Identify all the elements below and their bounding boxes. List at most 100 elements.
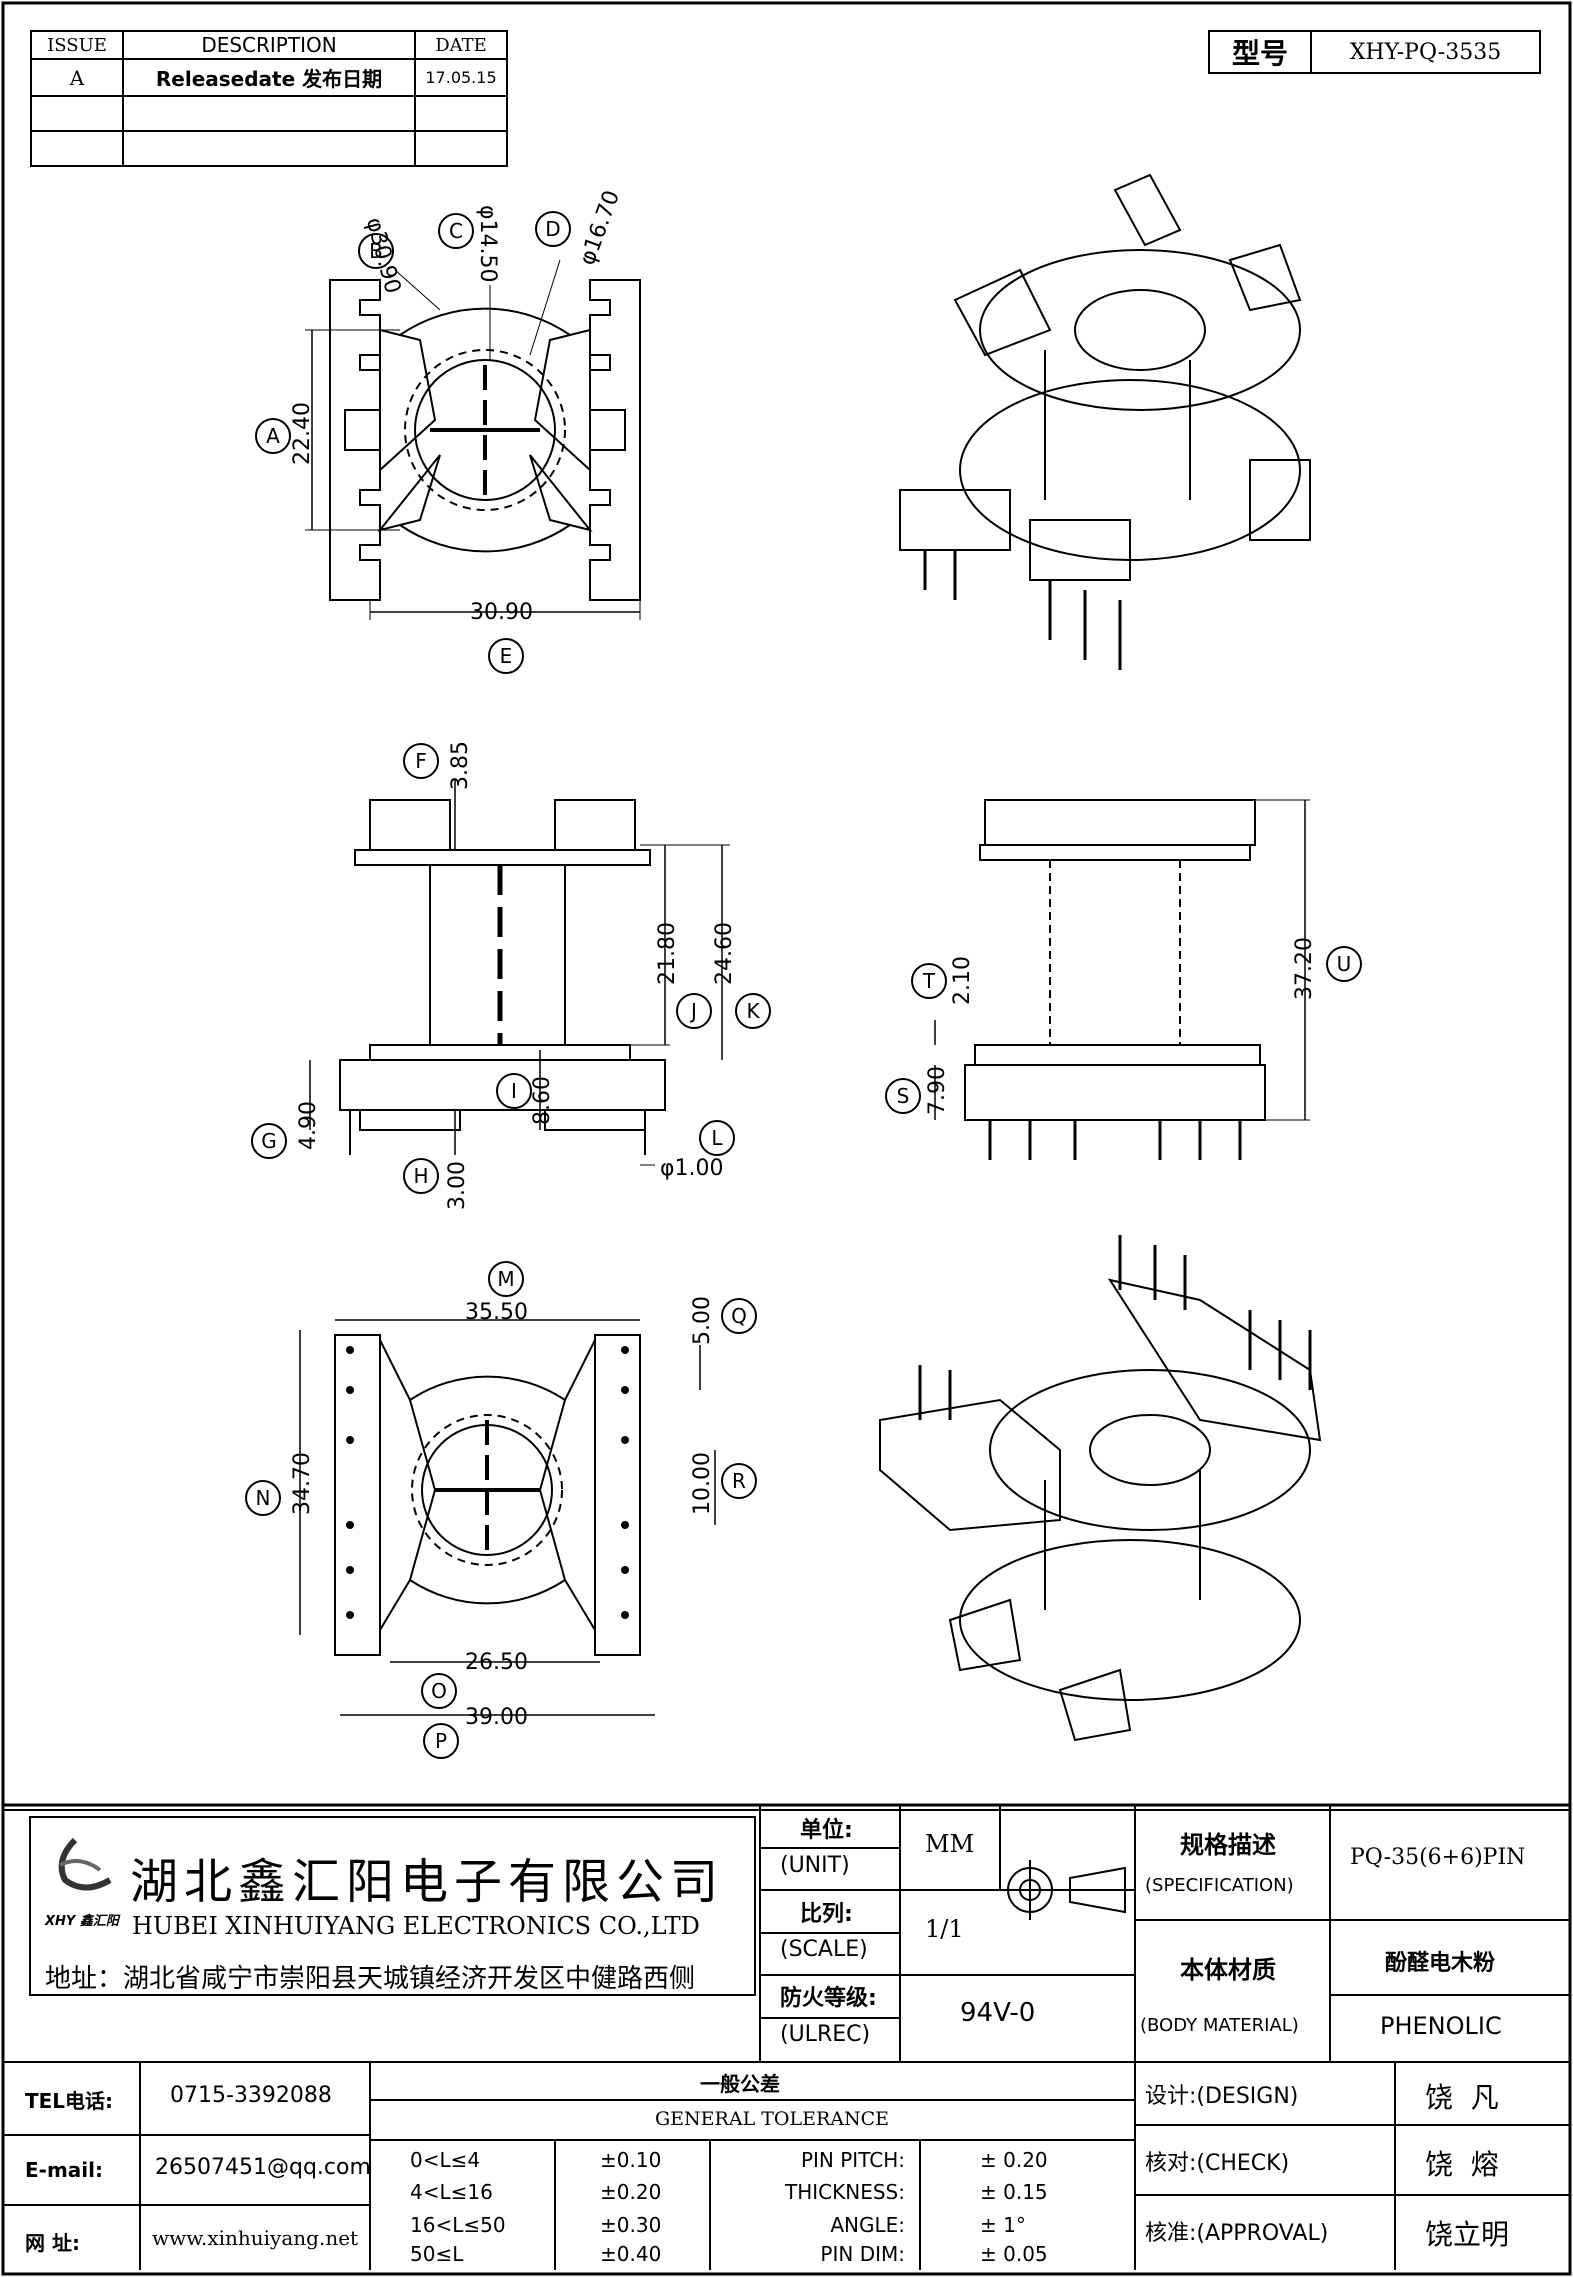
company-logo bbox=[45, 1835, 120, 1915]
unit-label-en: (UNIT) bbox=[780, 1853, 850, 1878]
model-value: XHY-PQ-3535 bbox=[1349, 39, 1502, 65]
ref-letter-O: O bbox=[421, 1673, 457, 1709]
spec-label-cn: 规格描述 bbox=[1180, 1831, 1276, 1859]
dim-K: 24.60 bbox=[712, 922, 737, 985]
material-value-cn: 酚醛电木粉 bbox=[1385, 1951, 1496, 1976]
tolerance-other-label: ANGLE: bbox=[830, 2213, 905, 2237]
dim-U: 37.20 bbox=[1292, 937, 1317, 1000]
ref-letter-J: J bbox=[676, 993, 712, 1029]
company-logo-text: XHY 鑫汇阳 bbox=[45, 1914, 119, 1929]
rev-issue: A bbox=[69, 65, 85, 90]
rev-date-cell bbox=[414, 95, 508, 132]
tolerance-other-value: ± 0.15 bbox=[980, 2180, 1048, 2204]
projection-symbol bbox=[1000, 1860, 1126, 1920]
unit-value: MM bbox=[925, 1830, 975, 1858]
tolerance-other-label: PIN PITCH: bbox=[800, 2148, 905, 2172]
ref-letter-Q: Q bbox=[721, 1298, 757, 1334]
dim-T: 2.10 bbox=[950, 956, 975, 1005]
dim-P: 39.00 bbox=[465, 1705, 528, 1730]
revision-row: A Releasedate 发布日期 17.05.15 bbox=[30, 58, 508, 97]
rev-issue-cell: A bbox=[30, 58, 124, 97]
rev-header-date: DATE bbox=[414, 30, 508, 60]
dim-J: 21.80 bbox=[655, 922, 680, 985]
rev-header-issue: ISSUE bbox=[30, 30, 124, 60]
email-label: E-mail: bbox=[25, 2158, 104, 2182]
tolerance-title-cn: 一般公差 bbox=[700, 2072, 780, 2096]
rev-date-cell: 17.05.15 bbox=[414, 58, 508, 97]
tolerance-other-value: ± 0.05 bbox=[980, 2242, 1048, 2266]
tolerance-other-label: PIN DIM: bbox=[820, 2242, 905, 2266]
model-value-cell: XHY-PQ-3535 bbox=[1310, 30, 1541, 74]
dim-A: 22.40 bbox=[290, 402, 315, 465]
dim-L: φ1.00 bbox=[660, 1156, 724, 1181]
scale-label-cn: 比列: bbox=[800, 1902, 853, 1927]
rev-description: Releasedate 发布日期 bbox=[155, 67, 383, 91]
dim-F: 3.85 bbox=[448, 741, 473, 790]
tolerance-range: 50≤L bbox=[410, 2242, 464, 2266]
ref-letter-K: K bbox=[735, 993, 771, 1029]
ref-letter-E: E bbox=[488, 638, 524, 674]
isometric-view-bottom bbox=[879, 1235, 1322, 1742]
model-box: 型号 XHY-PQ-3535 bbox=[1208, 30, 1541, 74]
dim-R: 10.00 bbox=[690, 1452, 715, 1515]
tolerance-range: 16<L≤50 bbox=[410, 2213, 506, 2237]
company-name-cn: 湖北鑫汇阳电子有限公司 bbox=[130, 1854, 725, 1910]
web-value: www.xinhuiyang.net bbox=[152, 2226, 359, 2250]
bottom-view-drawing bbox=[299, 1319, 716, 1716]
tolerance-other-label: THICKNESS: bbox=[785, 2180, 905, 2204]
description-header: DESCRIPTION bbox=[201, 33, 337, 57]
tel-label: TEL电话: bbox=[25, 2089, 114, 2113]
email-value: 26507451@qq.com bbox=[155, 2155, 371, 2180]
dim-S: 7.90 bbox=[925, 1066, 950, 1115]
material-label-cn: 本体材质 bbox=[1180, 1956, 1276, 1984]
dim-C: φ14.50 bbox=[475, 205, 500, 283]
tolerance-value: ±0.20 bbox=[600, 2180, 662, 2204]
isometric-view-top bbox=[899, 173, 1311, 670]
rev-desc-cell bbox=[122, 130, 416, 167]
date-header: DATE bbox=[435, 34, 487, 56]
fire-value: 94V-0 bbox=[960, 1998, 1036, 2028]
web-label: 网 址: bbox=[25, 2231, 80, 2255]
approval-label: 设计:(DESIGN) bbox=[1145, 2084, 1299, 2109]
fire-label-cn: 防火等级: bbox=[780, 1986, 877, 2011]
company-name-en: HUBEI XINHUIYANG ELECTRONICS CO.,LTD bbox=[132, 1912, 700, 1940]
front-view-drawing bbox=[934, 799, 1310, 1160]
ref-letter-U: U bbox=[1326, 946, 1362, 982]
ref-letter-F: F bbox=[403, 743, 439, 779]
model-label: 型号 bbox=[1231, 37, 1288, 70]
ref-letter-D: D bbox=[535, 211, 571, 247]
rev-desc-cell: Releasedate 发布日期 bbox=[122, 58, 416, 97]
ref-letter-H: H bbox=[403, 1158, 439, 1194]
rev-issue-cell bbox=[30, 95, 124, 132]
revision-table: ISSUE DESCRIPTION DATE A Releasedate 发布日… bbox=[30, 30, 508, 167]
approval-name: 饶立明 bbox=[1425, 2218, 1510, 2251]
approval-name: 饶 熔 bbox=[1425, 2148, 1499, 2181]
dim-N: 34.70 bbox=[290, 1452, 315, 1515]
rev-header-description: DESCRIPTION bbox=[122, 30, 416, 60]
tel-value: 0715-3392088 bbox=[170, 2083, 332, 2108]
pin-dots bbox=[346, 1346, 629, 1619]
spec-label-en: (SPECIFICATION) bbox=[1145, 1875, 1294, 1896]
scale-label-en: (SCALE) bbox=[780, 1937, 868, 1962]
dim-H: 3.00 bbox=[445, 1161, 470, 1210]
tolerance-value: ±0.30 bbox=[600, 2213, 662, 2237]
rev-issue-cell bbox=[30, 130, 124, 167]
scale-value: 1/1 bbox=[925, 1915, 964, 1943]
revision-row bbox=[30, 95, 508, 132]
ref-letter-T: T bbox=[911, 963, 947, 999]
dim-O: 26.50 bbox=[465, 1650, 528, 1675]
top-view-drawing bbox=[305, 259, 641, 620]
ref-letter-C: C bbox=[438, 213, 474, 249]
side-view-drawing bbox=[309, 780, 730, 1166]
material-value-en: PHENOLIC bbox=[1380, 2012, 1502, 2040]
approval-label: 核对:(CHECK) bbox=[1145, 2151, 1290, 2176]
fire-label-en: (ULREC) bbox=[780, 2022, 871, 2047]
rev-date-cell bbox=[414, 130, 508, 167]
tolerance-other-value: ± 1° bbox=[980, 2213, 1026, 2237]
ref-letter-B: B bbox=[358, 233, 394, 269]
model-label-cell: 型号 bbox=[1208, 30, 1312, 74]
dim-G: 4.90 bbox=[296, 1101, 321, 1150]
ref-letter-P: P bbox=[423, 1723, 459, 1759]
ref-letter-N: N bbox=[245, 1480, 281, 1516]
